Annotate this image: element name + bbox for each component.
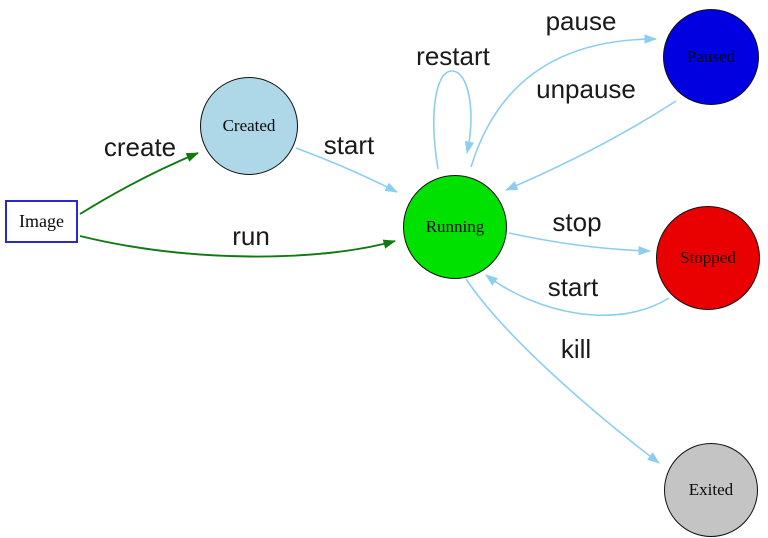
node-exited-label: Exited — [688, 480, 734, 499]
edge-run — [79, 235, 396, 258]
node-paused-label: Paused — [686, 47, 736, 66]
edge-kill — [465, 278, 660, 464]
edge-label-kill: kill — [560, 334, 592, 364]
node-image: Image — [5, 200, 78, 243]
edge-label-start-created-running: start — [323, 130, 375, 160]
node-stopped: Stopped — [656, 206, 760, 310]
node-running-label: Running — [425, 217, 485, 236]
edge-start-created-running — [295, 147, 398, 193]
node-running: Running — [403, 175, 507, 279]
node-stopped-label: Stopped — [680, 248, 736, 267]
edge-label-create: create — [103, 132, 177, 162]
edge-label-unpause: unpause — [536, 74, 636, 104]
edge-unpause — [505, 100, 677, 191]
edge-create — [79, 152, 199, 215]
edge-label-run: run — [232, 221, 270, 251]
node-exited: Exited — [664, 443, 758, 537]
edge-restart-loop — [433, 70, 475, 170]
node-image-label: Image — [19, 211, 64, 231]
edge-label-restart: restart — [416, 41, 490, 71]
node-created: Created — [200, 77, 298, 175]
edge-label-start-stopped-running: start — [547, 272, 599, 302]
edge-pause — [470, 34, 657, 168]
node-paused: Paused — [663, 9, 759, 105]
edge-stop — [508, 232, 651, 256]
edge-label-stop: stop — [552, 207, 602, 237]
edge-label-pause: pause — [545, 6, 617, 36]
node-created-label: Created — [222, 116, 276, 135]
edge-start-stopped-running — [485, 274, 670, 316]
